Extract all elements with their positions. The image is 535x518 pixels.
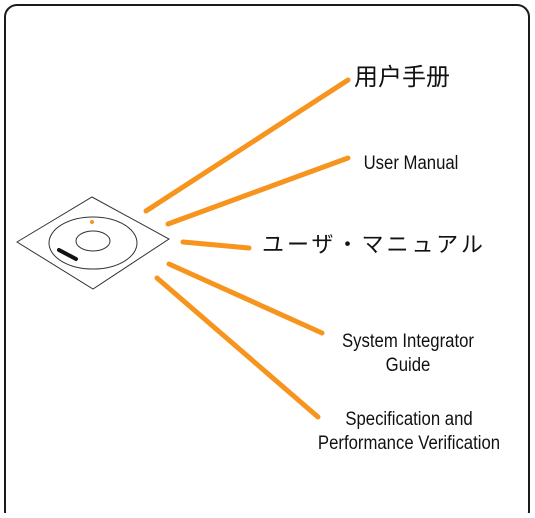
label-japanese-manual: ユーザ・マニュアル (262, 233, 486, 258)
label-spec-verification: Specification and Performance Verificati… (308, 408, 510, 456)
ray-user-manual (165, 155, 351, 227)
ray-spec-verification (154, 275, 321, 420)
spec-line-2: Performance Verification (317, 432, 501, 454)
diagram-frame (4, 4, 530, 518)
label-chinese-manual: 用户手册 (354, 63, 450, 91)
ray-chinese-manual (143, 77, 351, 214)
disc-label-mark (57, 248, 78, 261)
ray-japanese-manual (180, 239, 252, 251)
spec-line-1: Specification and (345, 409, 473, 430)
frame-gap (196, 506, 271, 516)
integrator-guide-line-2: Guide (385, 354, 431, 376)
label-integrator-guide: System Integrator Guide (329, 330, 487, 378)
disc-marker-dot (90, 220, 94, 224)
ray-integrator-guide (166, 261, 325, 336)
integrator-guide-line-1: System Integrator (342, 331, 474, 352)
cd-disc-icon (16, 196, 170, 290)
label-user-manual: User Manual (363, 153, 459, 174)
